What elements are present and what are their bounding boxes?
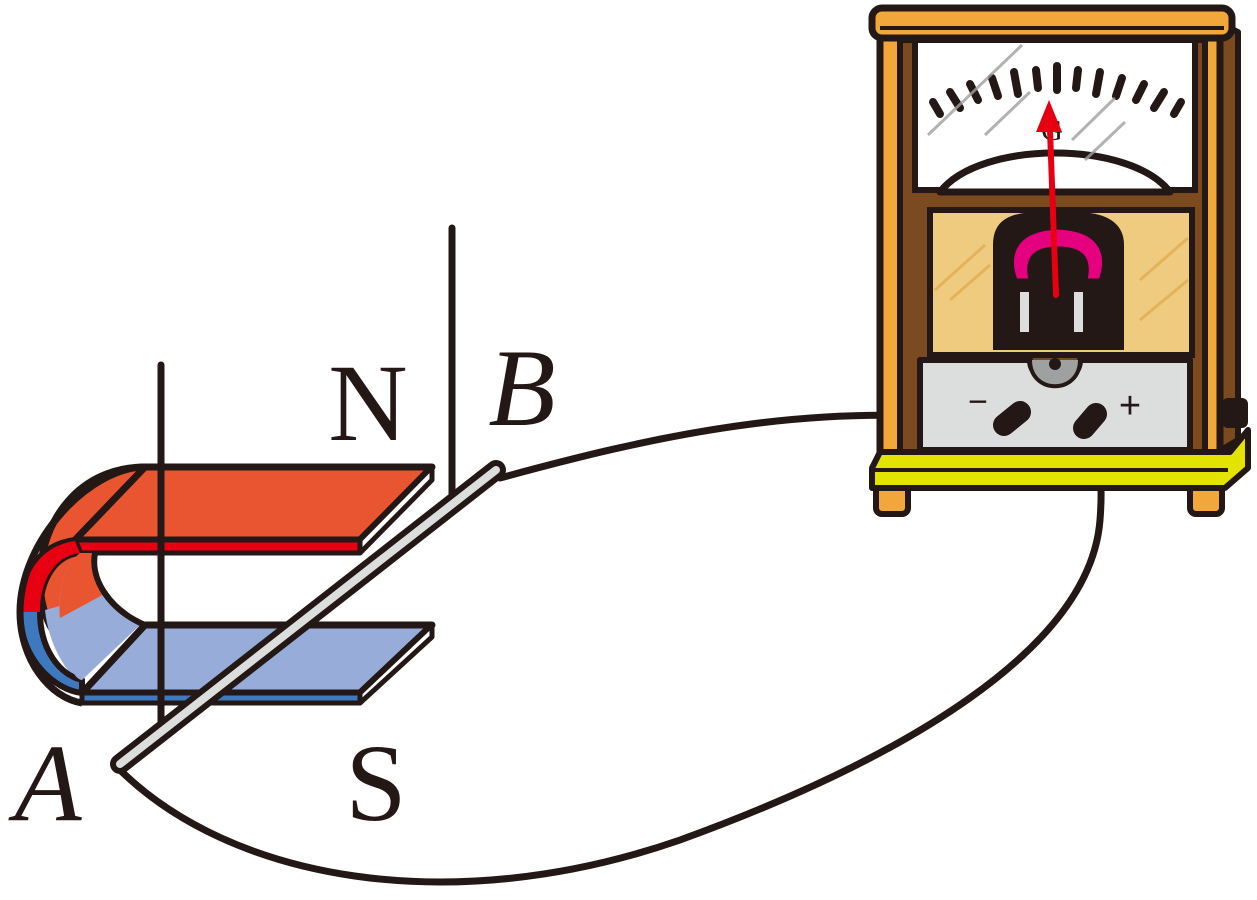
meter-panel-glare <box>933 236 1189 322</box>
meter-dial-arc <box>936 149 1174 196</box>
meter-coil-left <box>1020 292 1029 332</box>
terminal-positive[interactable] <box>1073 403 1107 439</box>
north-pole-label: N <box>328 342 407 464</box>
magnet-front-bend-red <box>21 541 80 612</box>
south-pole-label: S <box>345 722 406 844</box>
meter-needle <box>1047 127 1059 298</box>
rod-supports <box>157 224 456 739</box>
meter-scale <box>929 62 1185 118</box>
meter-side-knob <box>1222 398 1248 428</box>
meter-inner-magnet-icon <box>1010 226 1106 282</box>
meter-top-cap <box>868 4 1236 42</box>
meter-needle-tip <box>1036 100 1062 132</box>
north-arm-side <box>357 464 435 556</box>
rod-end-a-label: A <box>7 722 82 844</box>
wire-a-to-positive <box>114 421 1105 886</box>
terminal-positive-label: + <box>1119 385 1141 427</box>
north-arm-front <box>72 537 363 556</box>
rod-end-b-label: B <box>488 327 555 449</box>
terminal-screw <box>1049 358 1061 370</box>
terminal-negative[interactable] <box>993 401 1031 436</box>
south-arm-side <box>357 622 435 706</box>
galvanometer-icon: G − + <box>868 4 1251 517</box>
meter-glass-glare <box>926 43 1127 162</box>
rod-body <box>116 466 500 768</box>
labels: N S A B <box>7 327 555 844</box>
magnet-inner-curve <box>91 552 147 628</box>
magnet-outer-outline <box>16 463 146 707</box>
horseshoe-magnet-icon <box>16 463 436 707</box>
terminal-plate-notch <box>1028 359 1082 389</box>
meter-coil-right <box>1074 292 1083 332</box>
conductor-rod-icon <box>110 460 506 774</box>
terminal-negative-label: − <box>968 383 988 421</box>
